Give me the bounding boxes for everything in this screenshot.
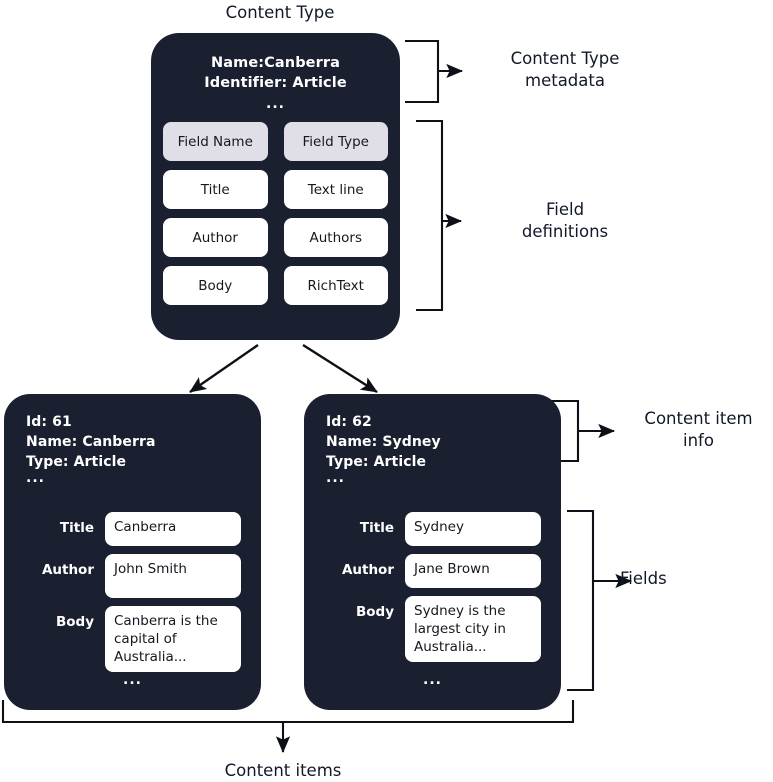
content-type-metadata: Name:Canberra Identifier: Article bbox=[151, 53, 400, 93]
content-item-fields-ellipsis: ... bbox=[423, 672, 442, 688]
field-value-input[interactable]: Canberra bbox=[105, 512, 241, 546]
content-item-info-ellipsis: ... bbox=[326, 470, 345, 486]
field-name-cell[interactable]: Author bbox=[163, 218, 268, 257]
field-row-title: Title Canberra bbox=[20, 512, 245, 546]
content-item-name: Name: Sydney bbox=[326, 434, 441, 450]
field-type-cell[interactable]: RichText bbox=[283, 266, 388, 305]
annotation-content-item-info: Content item info bbox=[644, 409, 753, 450]
bracket-ct-metadata bbox=[405, 39, 440, 104]
content-type-metadata-ellipsis: ... bbox=[266, 96, 285, 112]
annotation-field-definitions: Field definitions bbox=[521, 200, 609, 241]
content-type-name: Name:Canberra bbox=[210, 55, 340, 71]
content-item-id: Id: 61 bbox=[26, 414, 72, 430]
field-row-author: Author Jane Brown bbox=[320, 554, 545, 588]
field-value-input[interactable]: John Smith bbox=[105, 554, 241, 598]
field-label: Title bbox=[359, 520, 394, 536]
field-value-input[interactable]: Jane Brown bbox=[405, 554, 541, 588]
field-label: Title bbox=[59, 520, 94, 536]
content-item-fields-ellipsis: ... bbox=[123, 672, 142, 688]
field-row-title: Title Sydney bbox=[320, 512, 545, 546]
table-row: Title Text line bbox=[163, 170, 388, 209]
annotation-content-type-metadata: Content Type metadata bbox=[510, 49, 620, 90]
field-row-body: Body Canberra is the capital of Australi… bbox=[20, 606, 245, 672]
bracket-field-definitions bbox=[416, 119, 444, 312]
field-row-body: Body Sydney is the largest city in Austr… bbox=[320, 596, 545, 662]
field-name-cell[interactable]: Title bbox=[163, 170, 268, 209]
field-definitions-table: Field Name Field Type Title Text line Au… bbox=[163, 122, 388, 314]
field-value-input[interactable]: Canberra is the capital of Australia... bbox=[105, 606, 241, 672]
field-type-cell[interactable]: Text line bbox=[283, 170, 388, 209]
content-item-card-sydney[interactable]: Id: 62 Name: Sydney Type: Article ... Ti… bbox=[304, 394, 561, 710]
content-item-type: Type: Article bbox=[326, 454, 427, 470]
content-item-info: Id: 62 Name: Sydney Type: Article bbox=[326, 412, 441, 472]
content-item-id: Id: 62 bbox=[326, 414, 372, 430]
table-row: Author Authors bbox=[163, 218, 388, 257]
page-title: Content Type bbox=[225, 3, 335, 22]
table-header-row: Field Name Field Type bbox=[163, 122, 388, 161]
content-item-fields: Title Sydney Author Jane Brown Body Sydn… bbox=[320, 512, 545, 670]
field-definitions-ellipsis: ... bbox=[266, 346, 285, 362]
content-type-identifier: Identifier: Article bbox=[204, 75, 347, 91]
content-type-card[interactable]: Name:Canberra Identifier: Article ... Fi… bbox=[151, 33, 400, 361]
content-item-card-canberra[interactable]: Id: 61 Name: Canberra Type: Article ... … bbox=[4, 394, 261, 710]
content-item-name: Name: Canberra bbox=[26, 434, 156, 450]
field-label: Body bbox=[55, 614, 94, 630]
field-name-cell[interactable]: Body bbox=[163, 266, 268, 305]
content-item-type: Type: Article bbox=[26, 454, 127, 470]
field-type-cell[interactable]: Authors bbox=[283, 218, 388, 257]
field-value-input[interactable]: Sydney bbox=[405, 512, 541, 546]
field-row-author: Author John Smith bbox=[20, 554, 245, 598]
content-item-info: Id: 61 Name: Canberra Type: Article bbox=[26, 412, 156, 472]
content-item-info-ellipsis: ... bbox=[26, 470, 45, 486]
field-value-input[interactable]: Sydney is the largest city in Australia.… bbox=[405, 596, 541, 662]
field-label: Author bbox=[41, 562, 94, 578]
column-header-field-type[interactable]: Field Type bbox=[283, 122, 388, 161]
content-item-fields: Title Canberra Author John Smith Body Ca… bbox=[20, 512, 245, 680]
annotation-content-items: Content items bbox=[224, 761, 342, 780]
column-header-field-name[interactable]: Field Name bbox=[163, 122, 268, 161]
annotation-fields: Fields bbox=[620, 569, 667, 588]
field-label: Body bbox=[355, 604, 394, 620]
bracket-fields bbox=[567, 509, 595, 692]
table-row: Body RichText bbox=[163, 266, 388, 305]
field-label: Author bbox=[341, 562, 394, 578]
